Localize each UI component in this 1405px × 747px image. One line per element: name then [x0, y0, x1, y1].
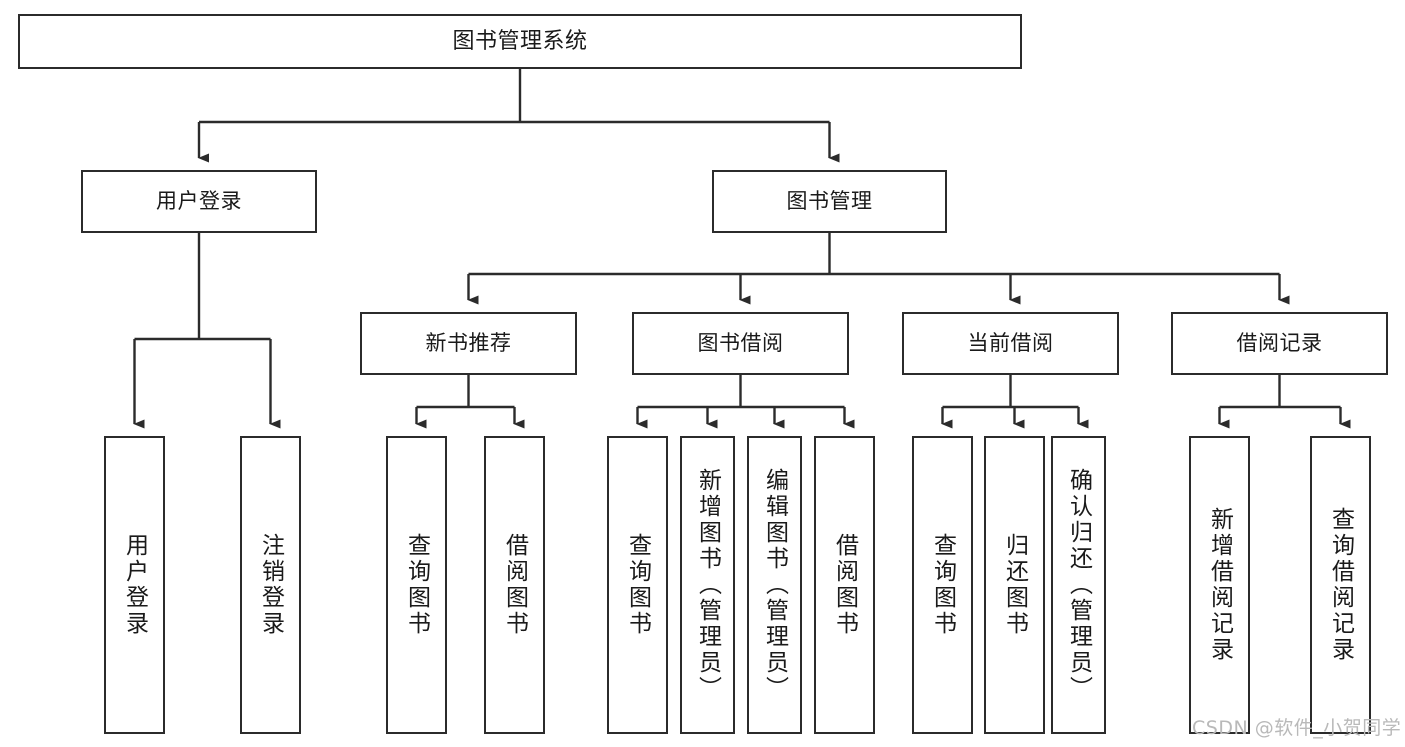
- node-label: 新书推荐: [425, 331, 512, 356]
- node-label: 新增借阅记录: [1206, 507, 1233, 663]
- node-label: 借阅图书: [501, 533, 528, 637]
- node-root[interactable]: 图书管理系统: [18, 14, 1022, 69]
- node-label: 归还图书: [1001, 533, 1028, 637]
- node-label: 查询图书: [624, 533, 651, 637]
- csdn-watermark: CSDN @软件_小贺同学: [1192, 717, 1402, 739]
- node-label: 用户登录: [121, 533, 148, 637]
- node-newbook[interactable]: 新书推荐: [360, 312, 577, 375]
- node-l-queryrec[interactable]: 查询借阅记录: [1310, 436, 1371, 734]
- node-l-borrow1[interactable]: 借阅图书: [484, 436, 545, 734]
- node-l-query3[interactable]: 查询图书: [912, 436, 973, 734]
- node-l-query2[interactable]: 查询图书: [607, 436, 668, 734]
- node-label: 注销登录: [257, 533, 284, 637]
- node-l-login[interactable]: 用户登录: [104, 436, 165, 734]
- node-label: 图书管理: [786, 189, 873, 214]
- node-label: 用户登录: [156, 189, 242, 214]
- node-label: 当前借阅: [967, 331, 1054, 356]
- node-label: 编辑图书（管理员）: [761, 468, 788, 702]
- node-l-addrec[interactable]: 新增借阅记录: [1189, 436, 1250, 734]
- node-label: 借阅记录: [1236, 331, 1323, 356]
- node-l-confirm[interactable]: 确认归还（管理员）: [1051, 436, 1106, 734]
- node-l-query1[interactable]: 查询图书: [386, 436, 447, 734]
- node-l-add[interactable]: 新增图书（管理员）: [680, 436, 735, 734]
- node-l-edit[interactable]: 编辑图书（管理员）: [747, 436, 802, 734]
- node-current[interactable]: 当前借阅: [902, 312, 1119, 375]
- node-bookmgmt[interactable]: 图书管理: [712, 170, 947, 233]
- node-label: 新增图书（管理员）: [694, 468, 721, 702]
- node-login[interactable]: 用户登录: [81, 170, 317, 233]
- node-label: 查询图书: [403, 533, 430, 637]
- node-l-borrow2[interactable]: 借阅图书: [814, 436, 875, 734]
- node-records[interactable]: 借阅记录: [1171, 312, 1388, 375]
- node-label: 图书管理系统: [452, 28, 588, 54]
- node-label: 图书借阅: [697, 331, 784, 356]
- node-label: 借阅图书: [831, 533, 858, 637]
- node-l-logout[interactable]: 注销登录: [240, 436, 301, 734]
- node-l-return[interactable]: 归还图书: [984, 436, 1045, 734]
- node-label: 查询借阅记录: [1327, 507, 1354, 663]
- node-borrow[interactable]: 图书借阅: [632, 312, 849, 375]
- node-label: 确认归还（管理员）: [1065, 468, 1092, 702]
- node-label: 查询图书: [929, 533, 956, 637]
